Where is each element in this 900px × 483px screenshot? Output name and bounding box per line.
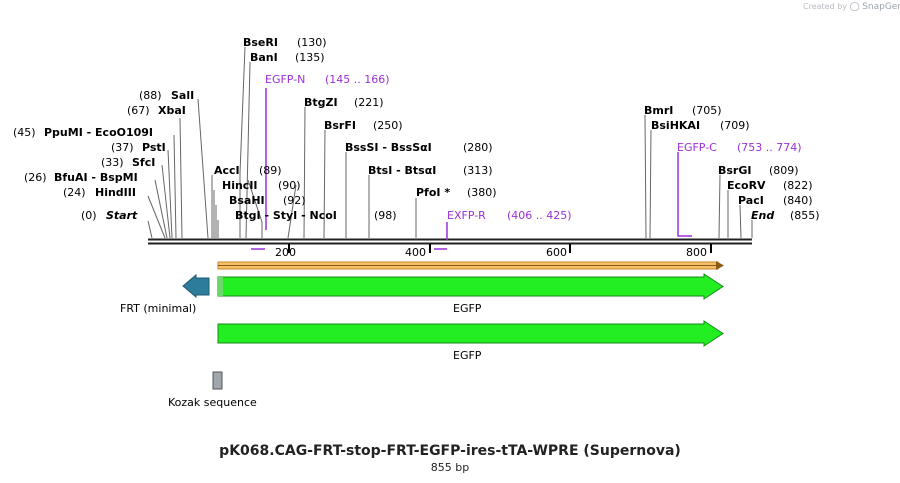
site-bsrgi-pos: (809) xyxy=(769,164,799,177)
site-acci-pos: (89) xyxy=(259,164,282,177)
primer-exfp-r-marker xyxy=(434,222,448,250)
site-bsahi: BsaHI xyxy=(229,194,265,207)
site-bfuai: BfuAI - BspMI xyxy=(54,171,138,184)
feature-frt-arrow xyxy=(182,273,210,299)
site-pfoi: PfoI * xyxy=(416,186,450,199)
site-btgi-styi-ncoi-pos: (98) xyxy=(374,209,397,222)
site-sali: SalI xyxy=(171,89,194,102)
snapgene-brand-label: SnapGene xyxy=(862,2,900,12)
feature-kozak-label: Kozak sequence xyxy=(168,396,257,409)
feature-egfp-arrow-2 xyxy=(217,320,724,347)
primer-egfp-n-range: (145 .. 166) xyxy=(325,73,390,86)
site-sfci: SfcI xyxy=(132,156,155,169)
site-acci: AccI xyxy=(214,164,240,177)
site-bseri: BseRI xyxy=(243,36,278,49)
tick-label-600: 600 xyxy=(546,246,567,259)
primer-egfp-c-label: EGFP-C xyxy=(677,141,717,154)
site-bani-pos: (135) xyxy=(295,51,325,64)
map-length: 855 bp xyxy=(430,461,470,474)
site-bsihkai-pos: (709) xyxy=(720,119,750,132)
site-ecorv-pos: (822) xyxy=(783,179,813,192)
site-bsihkai: BsiHKAI xyxy=(651,119,700,132)
primer-egfp-c-marker xyxy=(677,152,692,237)
site-ppumi-pos: (45) xyxy=(13,126,36,139)
feature-kozak-box xyxy=(212,371,223,390)
orf-bar xyxy=(217,261,724,270)
site-bmri-pos: (705) xyxy=(692,104,722,117)
end-label: End xyxy=(751,209,774,222)
site-btsi-pos: (313) xyxy=(463,164,493,177)
primer-egfp-n-marker xyxy=(251,88,267,250)
sequence-backbone xyxy=(148,238,752,245)
site-xbai: XbaI xyxy=(158,104,186,117)
snapgene-logo-icon: ◯ xyxy=(849,2,860,12)
site-hindiii-pos: (24) xyxy=(63,186,86,199)
site-paci: PacI xyxy=(738,194,764,207)
end-pos-label: (855) xyxy=(790,209,820,222)
ruler: 200 400 600 800 xyxy=(275,244,712,259)
primer-exfp-r-label: EXFP-R xyxy=(447,209,486,222)
site-bseri-pos: (130) xyxy=(297,36,327,49)
site-paci-pos: (840) xyxy=(783,194,813,207)
primer-exfp-r-range: (406 .. 425) xyxy=(507,209,572,222)
map-title: pK068.CAG-FRT-stop-FRT-EGFP-ires-tTA-WPR… xyxy=(219,443,681,459)
site-btgzi-pos: (221) xyxy=(354,96,384,109)
site-sali-pos: (88) xyxy=(139,89,162,102)
tick-label-200: 200 xyxy=(275,246,296,259)
tick-label-400: 400 xyxy=(405,246,426,259)
primer-egfp-n-label: EGFP-N xyxy=(265,73,305,86)
start-label: Start xyxy=(106,209,138,222)
snapgene-watermark: Created by ◯ SnapGene xyxy=(803,2,900,12)
site-psti-pos: (37) xyxy=(111,141,134,154)
created-by-label: Created by xyxy=(803,2,848,11)
feature-egfp-label-1: EGFP xyxy=(453,302,482,315)
site-btgi-styi-ncoi: BtgI - StyI - NcoI xyxy=(235,209,337,222)
site-bmri: BmrI xyxy=(644,104,673,117)
site-hindiii: HindIII xyxy=(95,186,136,199)
site-bsssi: BssSI - BssSαI xyxy=(345,141,432,154)
site-xbai-pos: (67) xyxy=(127,104,150,117)
site-ecorv: EcoRV xyxy=(727,179,766,192)
tick-label-800: 800 xyxy=(686,246,707,259)
site-bsssi-pos: (280) xyxy=(463,141,493,154)
feature-egfp-arrow-1 xyxy=(217,273,724,300)
site-sfci-pos: (33) xyxy=(101,156,124,169)
start-pos-label: (0) xyxy=(81,209,97,222)
site-bani: BanI xyxy=(250,51,278,64)
site-btgzi: BtgZI xyxy=(304,96,338,109)
feature-frt-label: FRT (minimal) xyxy=(120,302,196,315)
site-ppumi: PpuMI - EcoO109I xyxy=(44,126,153,139)
site-psti: PstI xyxy=(142,141,166,154)
site-hincii-pos: (90) xyxy=(278,179,301,192)
site-hincii: HincII xyxy=(222,179,258,192)
site-bsahi-pos: (92) xyxy=(283,194,306,207)
site-bsrfi-pos: (250) xyxy=(373,119,403,132)
site-bfuai-pos: (26) xyxy=(24,171,47,184)
feature-egfp-label-2: EGFP xyxy=(453,349,482,362)
site-bsrfi: BsrFI xyxy=(324,119,356,132)
primer-egfp-c-range: (753 .. 774) xyxy=(737,141,802,154)
site-bsrgi: BsrGI xyxy=(718,164,751,177)
site-pfoi-pos: (380) xyxy=(467,186,497,199)
site-leader-lines xyxy=(147,46,753,239)
site-btsi: BtsI - BtsαI xyxy=(368,164,436,177)
